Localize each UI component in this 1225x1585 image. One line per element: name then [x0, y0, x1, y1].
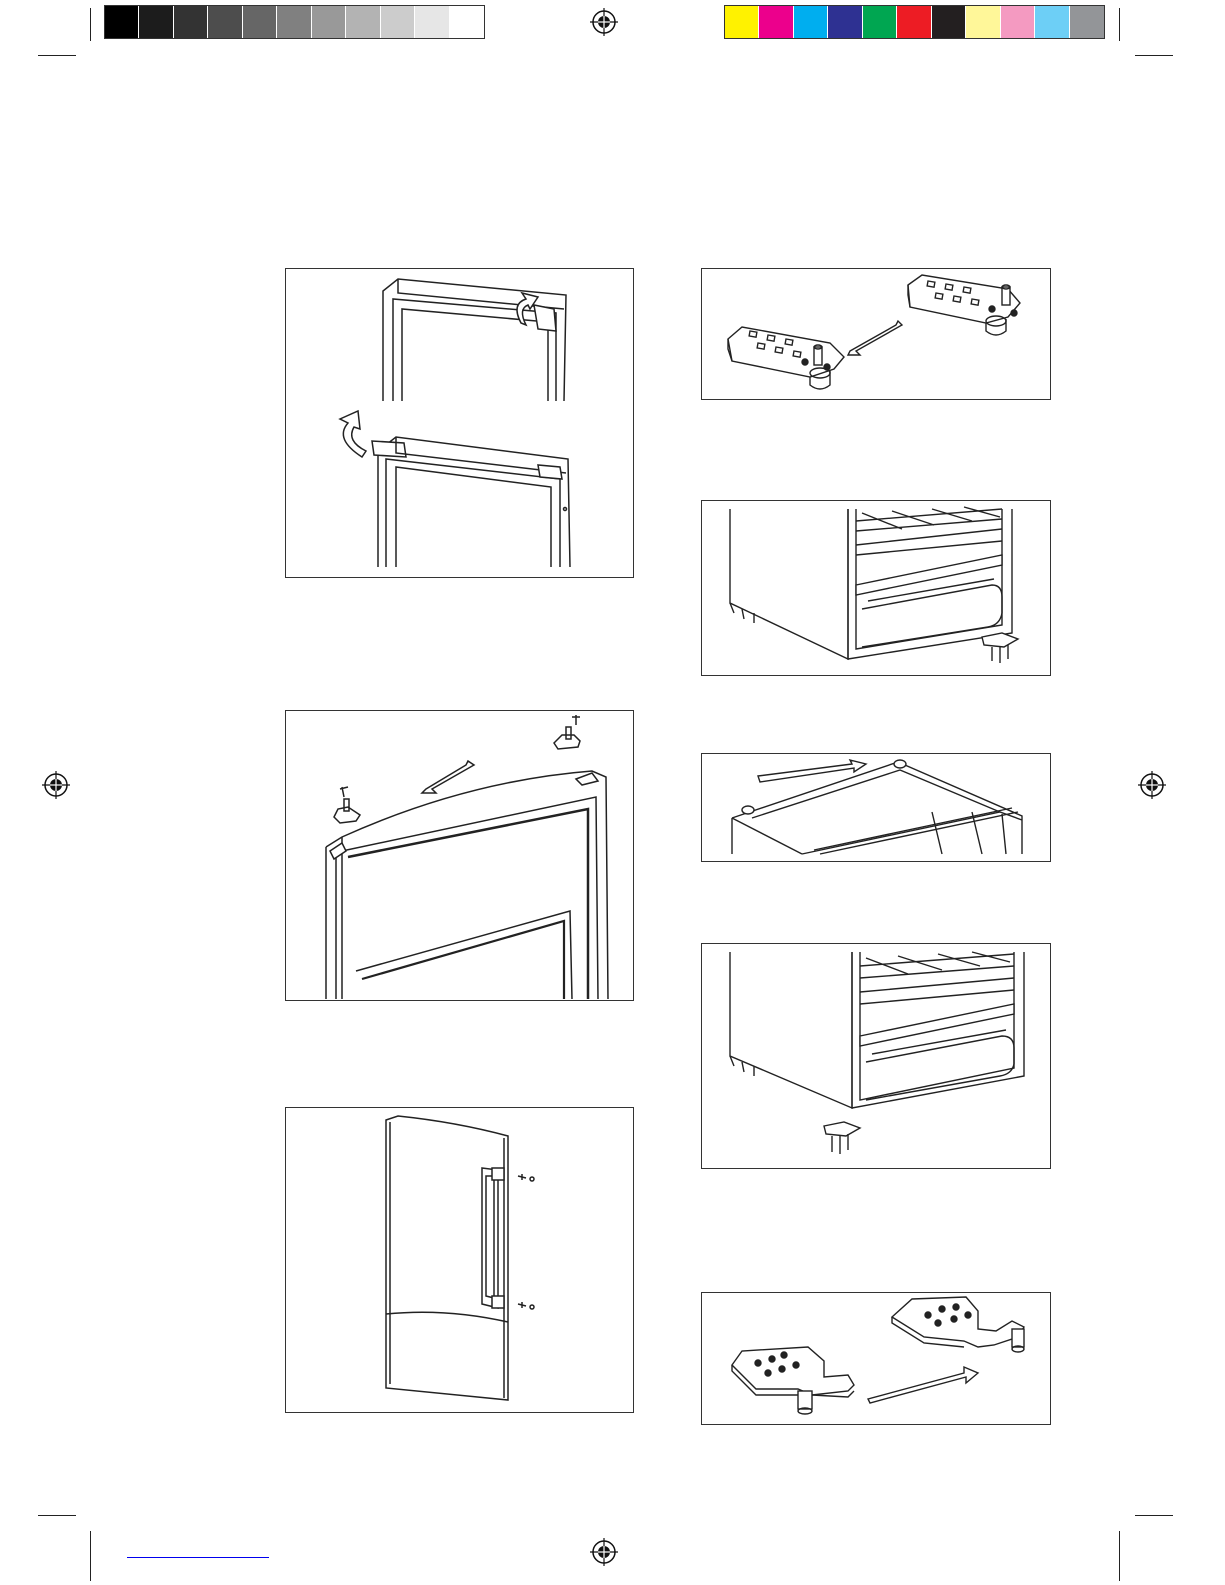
process-swatch	[863, 6, 897, 38]
process-swatch	[1001, 6, 1035, 38]
crop-mark-top-right-h	[1135, 55, 1173, 56]
figure-hinge-pin-swap	[701, 268, 1051, 400]
grayscale-swatch	[312, 6, 346, 38]
door-cover-arrows-icon	[286, 269, 632, 576]
registration-mark-bottom	[589, 1537, 619, 1567]
crop-mark-bottom-left-v	[90, 1531, 91, 1581]
grayscale-swatch	[277, 6, 311, 38]
figure-door-top-fittings	[285, 710, 634, 1001]
figure-cabinet-lower-hinge	[701, 500, 1051, 676]
registration-mark-left	[41, 770, 71, 800]
grayscale-swatch	[381, 6, 415, 38]
process-swatch	[897, 6, 931, 38]
door-bushing-icon	[286, 711, 632, 999]
figure-cabinet-top-cover	[701, 753, 1051, 862]
crop-mark-top-left-v	[90, 8, 91, 41]
process-swatch	[759, 6, 793, 38]
cabinet-top-icon	[702, 754, 1049, 860]
crop-mark-top-left-h	[38, 55, 76, 56]
grayscale-swatch	[105, 6, 139, 38]
process-color-bar	[724, 5, 1105, 39]
grayscale-swatch	[346, 6, 380, 38]
process-swatch	[828, 6, 862, 38]
crop-mark-top-right-v	[1119, 8, 1120, 41]
grayscale-swatch	[450, 6, 484, 38]
registration-mark-top	[589, 7, 619, 37]
grayscale-swatch	[208, 6, 242, 38]
door-handle-icon	[286, 1108, 632, 1411]
hinge-plate-icon	[702, 1293, 1049, 1423]
process-swatch	[966, 6, 1000, 38]
grayscale-swatch	[139, 6, 173, 38]
crop-mark-bottom-right-v	[1119, 1531, 1120, 1581]
process-swatch	[932, 6, 966, 38]
figure-door-handle-removal	[285, 1107, 634, 1413]
grayscale-color-bar	[104, 5, 485, 39]
process-swatch	[1035, 6, 1069, 38]
crop-mark-bottom-right-h	[1135, 1515, 1173, 1516]
registration-mark-right	[1137, 770, 1167, 800]
crop-mark-bottom-left-h	[38, 1515, 76, 1516]
figure-cabinet-hinge-reinstall	[701, 943, 1051, 1169]
cabinet-hinge-icon	[702, 501, 1049, 674]
grayscale-swatch	[415, 6, 449, 38]
process-swatch	[794, 6, 828, 38]
process-swatch	[725, 6, 759, 38]
figure-bottom-hinge-swap	[701, 1292, 1051, 1425]
footer-rule	[127, 1557, 269, 1558]
process-swatch	[1070, 6, 1104, 38]
cabinet-hinge-icon	[702, 944, 1049, 1167]
grayscale-swatch	[174, 6, 208, 38]
grayscale-swatch	[243, 6, 277, 38]
figure-door-top-cover-removal	[285, 268, 634, 578]
hinge-bracket-icon	[702, 269, 1049, 398]
